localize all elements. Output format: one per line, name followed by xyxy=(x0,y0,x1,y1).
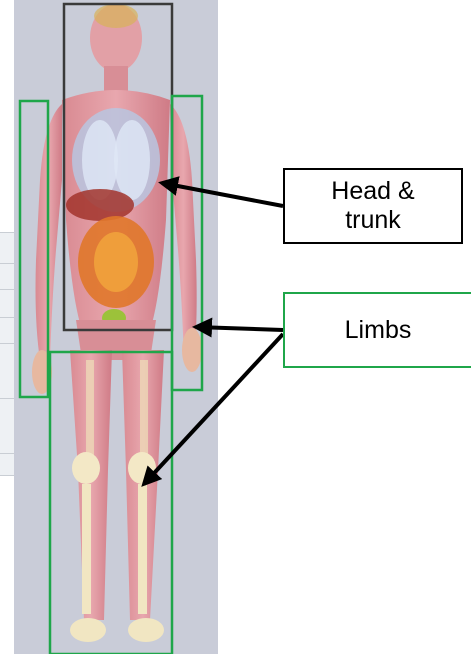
limbs-label: Limbs xyxy=(283,292,471,368)
head-trunk-label: Head & trunk xyxy=(283,168,463,244)
